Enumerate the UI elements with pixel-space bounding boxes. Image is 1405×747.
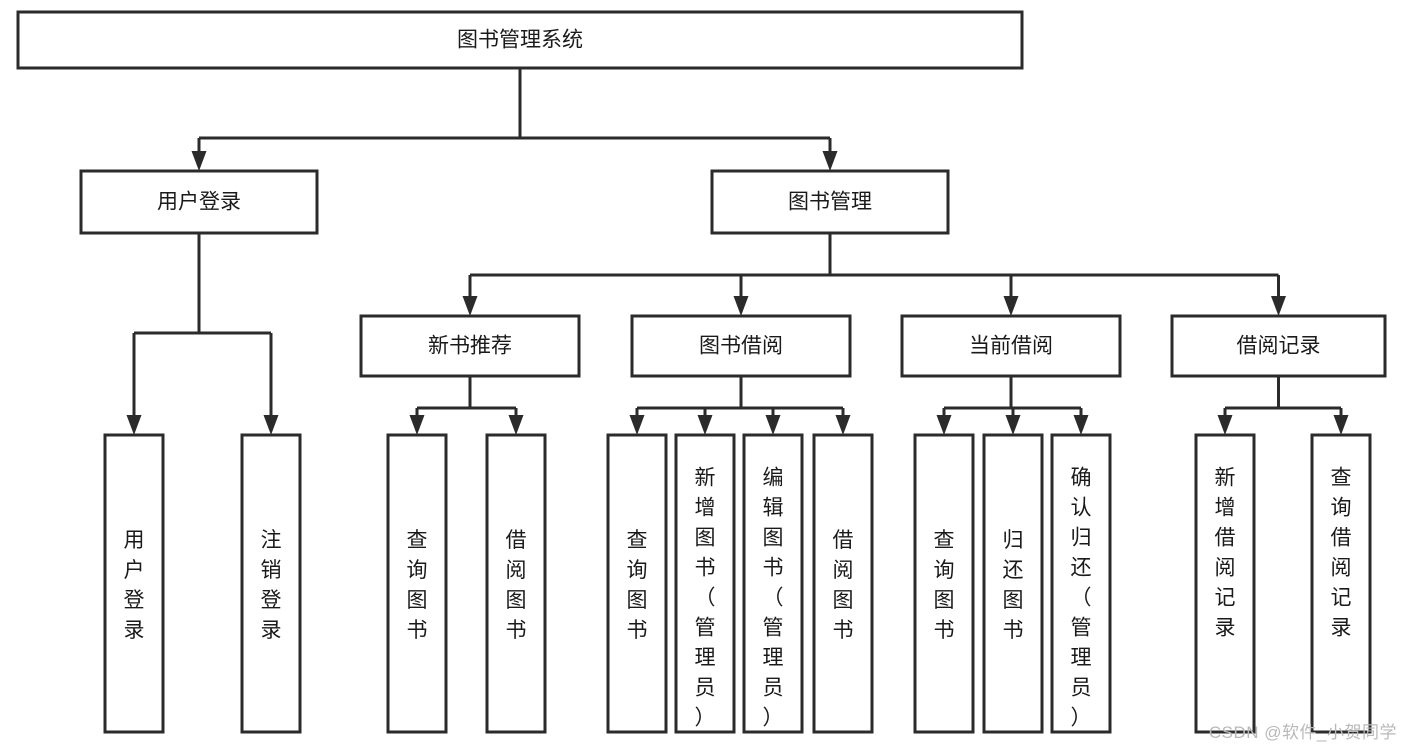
node-box-leaf-logout[interactable] xyxy=(240,433,302,734)
node-book-manage[interactable]: 图书管理 xyxy=(710,169,950,235)
node-box-book-manage[interactable] xyxy=(710,169,950,235)
node-leaf-return-book[interactable]: 归还图书 xyxy=(982,433,1044,734)
node-box-borrow-record[interactable] xyxy=(1170,314,1387,378)
node-current-borrow[interactable]: 当前借阅 xyxy=(900,314,1122,378)
node-leaf-add-book[interactable]: 新增图书（管理员） xyxy=(674,433,736,734)
node-label-new-book-rec: 新书推荐 xyxy=(428,335,512,358)
node-leaf-borrow-book-1[interactable]: 借阅图书 xyxy=(485,433,547,734)
node-box-current-borrow[interactable] xyxy=(900,314,1122,378)
node-leaf-query-book-1[interactable]: 查询图书 xyxy=(386,433,448,734)
node-box-book-borrow[interactable] xyxy=(630,314,852,378)
node-label-leaf-add-book: 新增图书（管理员） xyxy=(695,466,716,729)
node-box-new-book-rec[interactable] xyxy=(359,314,581,378)
node-leaf-edit-book[interactable]: 编辑图书（管理员） xyxy=(742,433,804,734)
connectors-layer xyxy=(126,68,1349,435)
node-label-leaf-borrow-book-1: 借阅图书 xyxy=(506,529,527,642)
node-borrow-record[interactable]: 借阅记录 xyxy=(1170,314,1387,378)
node-leaf-user-login[interactable]: 用户登录 xyxy=(103,433,165,734)
node-leaf-logout[interactable]: 注销登录 xyxy=(240,433,302,734)
connector-c-ul-bus xyxy=(126,233,279,435)
node-box-leaf-add-record[interactable] xyxy=(1194,433,1256,734)
node-label-user-login: 用户登录 xyxy=(157,191,241,214)
connector-c-nbr-bus xyxy=(409,376,524,435)
node-label-book-borrow: 图书借阅 xyxy=(699,335,783,358)
node-leaf-confirm-return[interactable]: 确认归还（管理员） xyxy=(1050,433,1112,734)
connector-c-cb-bus xyxy=(936,376,1089,435)
connector-c-root-bus xyxy=(191,68,838,171)
node-leaf-query-book-3[interactable]: 查询图书 xyxy=(913,433,975,734)
node-box-leaf-query-book-2[interactable] xyxy=(606,433,668,734)
node-new-book-rec[interactable]: 新书推荐 xyxy=(359,314,581,378)
node-box-leaf-add-book[interactable] xyxy=(674,433,736,734)
node-label-leaf-confirm-return: 确认归还（管理员） xyxy=(1071,466,1092,729)
node-label-book-manage: 图书管理 xyxy=(788,191,872,214)
node-box-leaf-borrow-book-2[interactable] xyxy=(812,433,874,734)
node-box-leaf-query-record[interactable] xyxy=(1310,433,1372,734)
node-label-root: 图书管理系统 xyxy=(457,29,583,52)
node-leaf-borrow-book-2[interactable]: 借阅图书 xyxy=(812,433,874,734)
node-leaf-query-record[interactable]: 查询借阅记录 xyxy=(1310,433,1372,734)
node-root[interactable]: 图书管理系统 xyxy=(16,10,1024,70)
node-box-leaf-borrow-book-1[interactable] xyxy=(485,433,547,734)
node-label-leaf-query-book-2: 查询图书 xyxy=(627,529,648,642)
connector-c-bm-bus xyxy=(462,233,1286,316)
node-label-leaf-borrow-book-2: 借阅图书 xyxy=(833,529,854,642)
node-box-root[interactable] xyxy=(16,10,1024,70)
node-box-leaf-query-book-1[interactable] xyxy=(386,433,448,734)
node-label-borrow-record: 借阅记录 xyxy=(1237,335,1321,358)
node-box-leaf-edit-book[interactable] xyxy=(742,433,804,734)
node-box-user-login[interactable] xyxy=(79,169,319,235)
connector-c-br-bus xyxy=(1217,376,1349,435)
nodes-layer: 图书管理系统用户登录图书管理新书推荐图书借阅当前借阅借阅记录用户登录注销登录查询… xyxy=(16,10,1387,734)
node-label-leaf-query-book-3: 查询图书 xyxy=(934,529,955,642)
node-label-leaf-query-book-1: 查询图书 xyxy=(407,529,428,642)
node-box-leaf-return-book[interactable] xyxy=(982,433,1044,734)
node-box-leaf-query-book-3[interactable] xyxy=(913,433,975,734)
node-label-leaf-user-login: 用户登录 xyxy=(124,529,145,642)
node-label-leaf-add-record: 新增借阅记录 xyxy=(1215,466,1236,639)
node-box-leaf-user-login[interactable] xyxy=(103,433,165,734)
node-user-login[interactable]: 用户登录 xyxy=(79,169,319,235)
node-label-current-borrow: 当前借阅 xyxy=(969,335,1053,358)
node-leaf-query-book-2[interactable]: 查询图书 xyxy=(606,433,668,734)
node-label-leaf-logout: 注销登录 xyxy=(261,529,282,642)
node-label-leaf-return-book: 归还图书 xyxy=(1003,529,1024,642)
node-box-leaf-confirm-return[interactable] xyxy=(1050,433,1112,734)
node-leaf-add-record[interactable]: 新增借阅记录 xyxy=(1194,433,1256,734)
connector-c-bb-bus xyxy=(629,376,851,435)
node-label-leaf-edit-book: 编辑图书（管理员） xyxy=(763,466,784,729)
node-book-borrow[interactable]: 图书借阅 xyxy=(630,314,852,378)
node-label-leaf-query-record: 查询借阅记录 xyxy=(1331,466,1352,639)
